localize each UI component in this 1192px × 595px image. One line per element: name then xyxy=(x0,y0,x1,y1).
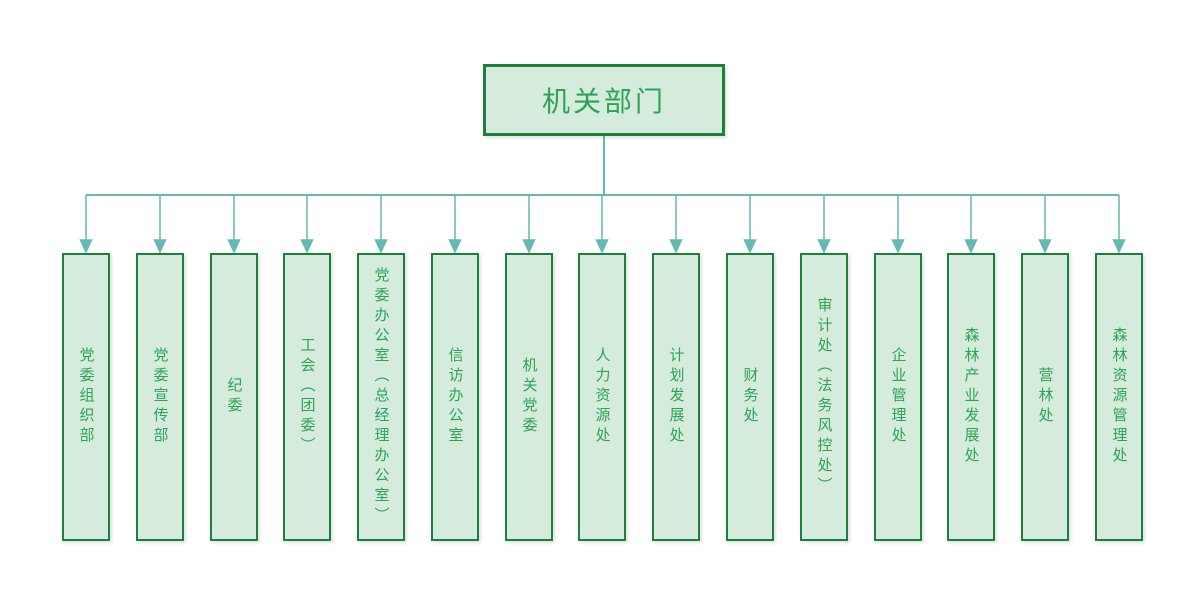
arrow-down-icon xyxy=(300,195,314,254)
dept-node-label: 信访办公室 xyxy=(446,347,464,447)
dept-node-label: 机关党委 xyxy=(520,357,538,437)
dept-node-label: 财务处 xyxy=(741,367,759,427)
arrow-down-icon xyxy=(227,195,241,254)
arrow-down-icon xyxy=(1038,195,1052,254)
root-node-label: 机关部门 xyxy=(541,86,666,117)
dept-node-label: 计划发展处 xyxy=(667,347,685,447)
arrow-down-icon xyxy=(153,195,167,254)
arrow-down-icon xyxy=(374,195,388,254)
dept-node-label: 营林处 xyxy=(1036,367,1054,427)
arrow-down-icon xyxy=(891,195,905,254)
dept-node-label: 工会（团委） xyxy=(298,337,316,457)
dept-node-label: 审计处（法务风控处） xyxy=(815,297,833,497)
dept-node-label: 森林资源管理处 xyxy=(1110,327,1128,467)
org-node-dept-5: 党委办公室（总经理办公室） xyxy=(357,253,405,541)
org-node-dept-13: 森林产业发展处 xyxy=(947,253,995,541)
root-stem-line xyxy=(86,136,1119,196)
org-node-dept-14: 营林处 xyxy=(1021,253,1069,541)
arrow-down-icon xyxy=(1112,195,1126,254)
org-node-dept-4: 工会（团委） xyxy=(283,253,331,541)
dept-node-label: 党委办公室（总经理办公室） xyxy=(372,267,390,527)
arrow-down-icon xyxy=(817,195,831,254)
arrow-down-icon xyxy=(448,195,462,254)
dept-node-label: 纪委 xyxy=(225,377,243,417)
dept-node-label: 企业管理处 xyxy=(889,347,907,447)
org-node-dept-12: 企业管理处 xyxy=(874,253,922,541)
org-node-dept-11: 审计处（法务风控处） xyxy=(800,253,848,541)
org-node-dept-10: 财务处 xyxy=(726,253,774,541)
org-node-dept-2: 党委宣传部 xyxy=(136,253,184,541)
arrow-down-icon xyxy=(964,195,978,254)
dept-node-label: 人力资源处 xyxy=(593,347,611,447)
dept-node-label: 森林产业发展处 xyxy=(962,327,980,467)
org-node-dept-6: 信访办公室 xyxy=(431,253,479,541)
org-node-dept-9: 计划发展处 xyxy=(652,253,700,541)
org-node-dept-8: 人力资源处 xyxy=(578,253,626,541)
arrow-down-icon xyxy=(595,195,609,254)
dept-node-label: 党委宣传部 xyxy=(151,347,169,447)
org-node-dept-7: 机关党委 xyxy=(505,253,553,541)
org-node-dept-3: 纪委 xyxy=(210,253,258,541)
org-node-dept-15: 森林资源管理处 xyxy=(1095,253,1143,541)
arrow-down-icon xyxy=(743,195,757,254)
dept-node-label: 党委组织部 xyxy=(77,347,95,447)
arrow-down-icon xyxy=(79,195,93,254)
arrow-down-icon xyxy=(669,195,683,254)
org-node-root: 机关部门 xyxy=(483,64,725,136)
arrow-down-icon xyxy=(522,195,536,254)
org-node-dept-1: 党委组织部 xyxy=(62,253,110,541)
